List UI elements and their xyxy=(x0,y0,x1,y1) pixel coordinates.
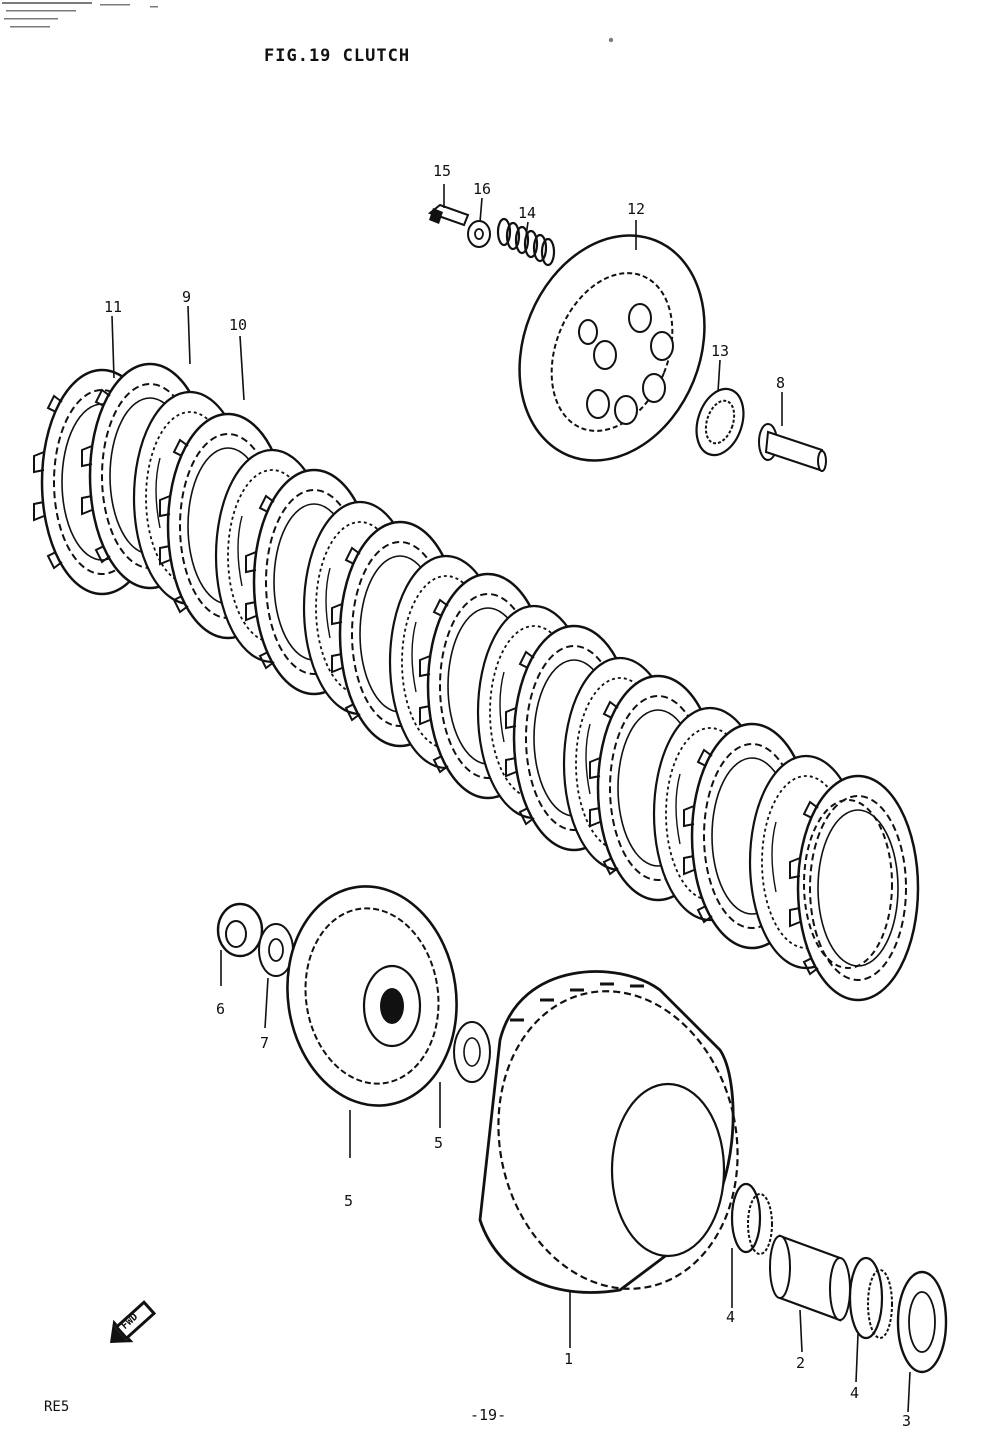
thrust-bearing xyxy=(695,387,745,457)
callout-13: 13 xyxy=(711,342,730,360)
callout-4b: 4 xyxy=(850,1384,860,1402)
callout-16: 16 xyxy=(473,180,492,198)
callout-1: 1 xyxy=(564,1350,574,1368)
callout-10: 10 xyxy=(229,316,248,334)
pressure-plate xyxy=(518,234,706,462)
bearing-upper xyxy=(730,1182,773,1255)
leader-lines xyxy=(111,184,911,1413)
callout-14: 14 xyxy=(518,204,537,222)
spacer xyxy=(769,1234,851,1322)
callout-3: 3 xyxy=(902,1412,912,1430)
scan-noise xyxy=(2,2,614,43)
callout-8: 8 xyxy=(776,374,786,392)
callout-11: 11 xyxy=(104,298,123,316)
clutch-sleeve-hub xyxy=(286,885,458,1107)
callout-12: 12 xyxy=(627,200,646,218)
callout-7: 7 xyxy=(260,1034,270,1052)
clutch-housing xyxy=(478,970,739,1294)
callout-6: 6 xyxy=(216,1000,226,1018)
callout-2: 2 xyxy=(796,1354,806,1372)
figure-title: FIG.19 CLUTCH xyxy=(264,46,411,66)
clutch-spring xyxy=(496,217,556,267)
callout-15: 15 xyxy=(433,162,452,180)
page-number: -19- xyxy=(470,1406,507,1424)
callout-4a: 4 xyxy=(726,1308,736,1326)
thrust-washer xyxy=(453,1021,491,1083)
clutch-push-piece xyxy=(758,423,827,472)
callout-5b: 5 xyxy=(434,1134,444,1152)
clutch-nut xyxy=(216,902,264,958)
callout-5: 5 xyxy=(344,1192,354,1210)
clutch-plate-stack xyxy=(32,362,920,1002)
bearing-lower xyxy=(848,1256,893,1340)
clutch-bolt xyxy=(427,203,470,227)
callout-9: 9 xyxy=(182,288,192,306)
washer xyxy=(467,220,491,248)
thrust-washer-end xyxy=(896,1270,948,1374)
model-code: RE5 xyxy=(44,1399,70,1415)
